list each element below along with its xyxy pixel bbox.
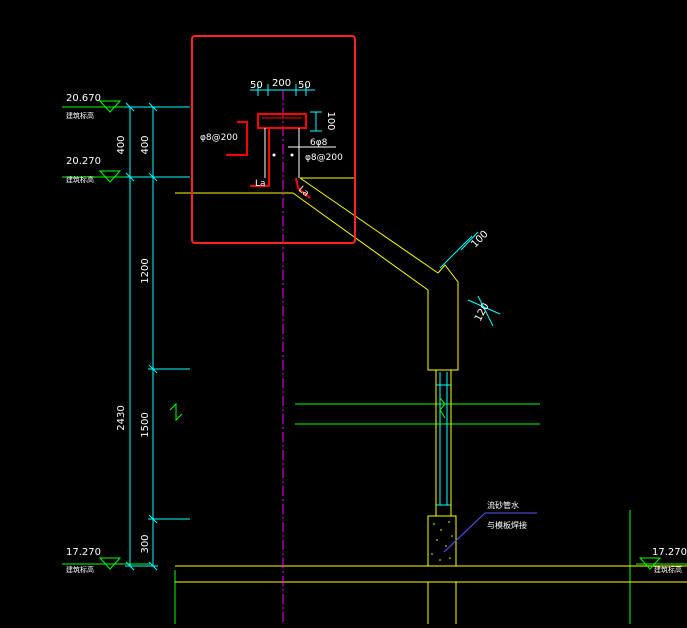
slab-dimensions: 100 120: [439, 229, 501, 327]
detail-beam-section: 100: [226, 111, 336, 199]
dim-outer-2430: 2430: [116, 405, 127, 430]
dimension-texts: 400 2430 400 1200 1500 300: [116, 135, 151, 553]
structure-lines: [174, 403, 631, 624]
dim-200: 200: [272, 78, 291, 89]
base-block: [427, 515, 457, 567]
anchor-label-left: La: [255, 179, 266, 189]
detail-top-dimension: 50 200 50: [250, 78, 315, 96]
elevation-value: 20.270: [66, 156, 101, 167]
elevation-marker-bottom-right: 17.270 建筑标高: [636, 547, 687, 574]
elevation-label: 建筑标高: [66, 565, 94, 574]
dim-inner-400: 400: [140, 135, 151, 154]
pipe-note: 流砂管水 与模板焊接: [443, 500, 537, 553]
note-leader: [443, 512, 486, 553]
elevation-label: 建筑标高: [66, 175, 94, 184]
break-mark-dim: [169, 402, 183, 422]
dim-50-right: 50: [298, 80, 311, 91]
dim-outer-400: 400: [116, 135, 127, 154]
note-line-2: 与模板焊接: [487, 520, 527, 530]
sloped-slab-top: [299, 177, 439, 274]
highlight-box: [191, 35, 356, 244]
elevation-value: 17.270: [66, 547, 101, 558]
base-block-hatch: [431, 521, 453, 561]
sloped-slab-bottom: [292, 192, 429, 291]
pipe-break-mark: [439, 397, 446, 419]
rebar-anchor-left: [250, 178, 270, 187]
rebar-anchor-right: [295, 177, 311, 199]
elevation-value: 20.670: [66, 93, 101, 104]
elevation-marker-bottom-left: 17.270 建筑标高: [62, 547, 150, 574]
rebar-label-left: φ8@200: [200, 133, 238, 143]
drain-pipe: [436, 372, 451, 506]
detail-annotations: φ8@200 6φ8 φ8@200 La La: [200, 133, 343, 199]
rebar-label-right-bottom: φ8@200: [305, 153, 343, 163]
dim-120-slab: 120: [473, 301, 492, 323]
elevation-value: 17.270: [652, 547, 687, 558]
elevation-label: 建筑标高: [66, 111, 94, 120]
dim-100-side: 100: [325, 111, 336, 130]
beam-outline: [257, 113, 307, 129]
elevation-label: 建筑标高: [654, 565, 682, 574]
rebar-label-right-top: 6φ8: [310, 138, 328, 148]
dim-100-leader: [439, 235, 473, 269]
note-line-1: 流砂管水: [487, 500, 519, 510]
dim-inner-1500: 1500: [140, 412, 151, 437]
parapet-end: [427, 264, 459, 371]
dim-50-left: 50: [250, 80, 263, 91]
dim-100-slab: 100: [469, 229, 490, 250]
rebar-stirrup-left: [226, 121, 248, 156]
dimension-chains: [125, 102, 190, 571]
dim-inner-1200: 1200: [140, 258, 151, 283]
yellow-structure: [175, 177, 687, 624]
dim-inner-300: 300: [140, 534, 151, 553]
elevation-marker-middle: 20.270 建筑标高: [62, 156, 175, 184]
